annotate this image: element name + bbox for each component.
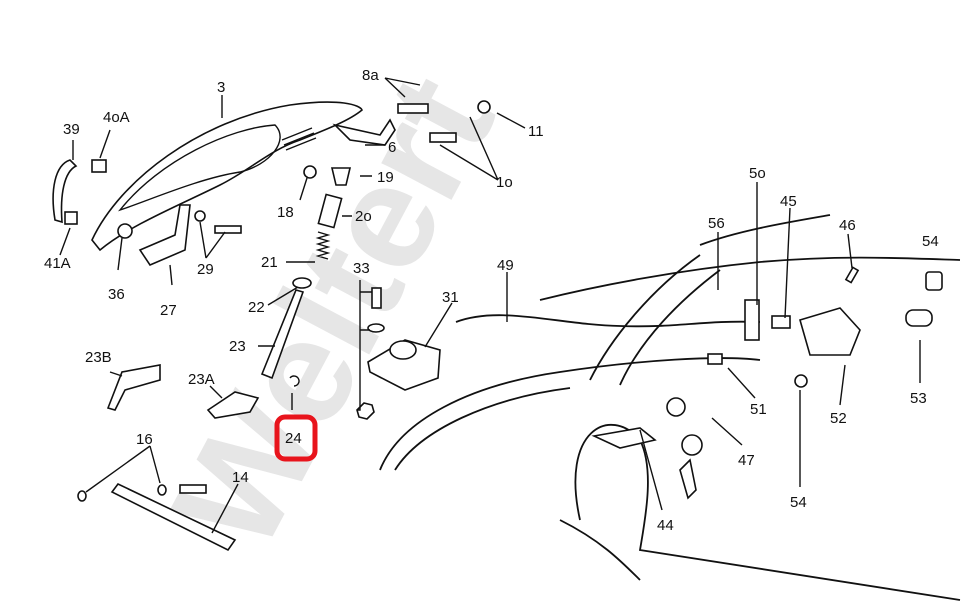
grommet-part-53: [905, 309, 933, 327]
pin-part-46: [844, 266, 860, 284]
nut-part-33: [356, 402, 375, 420]
label-16: 16: [136, 431, 153, 448]
label-8a: 8a: [362, 67, 379, 84]
strap-part-14: [110, 482, 237, 552]
label-18: 18: [277, 204, 294, 221]
bolt-part-16: [179, 484, 207, 494]
leader-lines: [59, 77, 921, 534]
label-10: 1o: [496, 174, 513, 191]
lever-part-23A: [206, 391, 260, 419]
bolt-part-29: [214, 225, 242, 234]
label-54-bottom: 54: [790, 494, 807, 511]
label-19: 19: [377, 169, 394, 186]
bolt-part-8a: [397, 103, 429, 114]
bracket-part-27: [138, 204, 191, 266]
lock-button-part-31: [389, 340, 417, 360]
label-49: 49: [497, 257, 514, 274]
sleeve-part-20: [317, 193, 343, 229]
clip-part-41A: [64, 211, 78, 225]
label-54-top: 54: [922, 233, 939, 250]
label-11: 11: [528, 123, 544, 140]
clip-part-24: [289, 375, 300, 387]
label-47: 47: [738, 452, 755, 469]
label-45: 45: [780, 193, 797, 210]
label-33: 33: [353, 260, 370, 277]
cup-part-22: [292, 277, 312, 289]
bolt-part-33: [371, 287, 382, 309]
label-46: 46: [839, 217, 856, 234]
label-40A: 4oA: [103, 109, 130, 126]
label-23A: 23A: [188, 371, 215, 388]
lever-part-44: [591, 427, 657, 449]
bracket-part-23B: [106, 364, 161, 411]
washer-part-16b: [157, 484, 167, 496]
label-14: 14: [232, 469, 249, 486]
lock-cylinder-part-44: [681, 434, 703, 456]
bracket-part-50: [744, 299, 760, 341]
handle-part-39: [52, 159, 78, 224]
label-22: 22: [248, 299, 265, 316]
washer-part-16a: [77, 490, 87, 502]
label-23B: 23B: [85, 349, 112, 366]
label-52: 52: [830, 410, 847, 427]
label-50: 5o: [749, 165, 766, 182]
bolt-part-10: [429, 132, 457, 143]
pin-part-18: [303, 165, 317, 179]
washer-part-11: [477, 100, 491, 114]
watermark: Weltert: [140, 50, 526, 575]
cap-part-54: [925, 271, 943, 291]
washer-part-36: [117, 223, 133, 239]
label-29: 29: [197, 261, 214, 278]
latch-part-6: [332, 118, 396, 146]
label-51: 51: [750, 401, 767, 418]
washer-part-29: [194, 210, 206, 222]
label-44: 44: [657, 517, 674, 534]
label-3: 3: [217, 79, 225, 96]
clip-part-40A: [91, 159, 107, 173]
spring-part-21: [315, 231, 331, 260]
label-53: 53: [910, 390, 927, 407]
label-20: 2o: [355, 208, 372, 225]
label-56: 56: [708, 215, 725, 232]
label-41A: 41A: [44, 255, 71, 272]
clip-part-45: [771, 315, 791, 329]
lock-part-31: [367, 339, 441, 391]
key-part-44: [679, 458, 697, 500]
label-31: 31: [442, 289, 459, 306]
screw-part-51: [707, 353, 723, 365]
label-27: 27: [160, 302, 177, 319]
highlight-box-24: [274, 414, 318, 462]
label-6: 6: [388, 139, 396, 156]
lock-part-52: [799, 307, 861, 356]
screw-part-54: [794, 374, 808, 388]
label-39: 39: [63, 121, 80, 138]
label-21: 21: [261, 254, 278, 271]
washer-part-33: [367, 323, 385, 333]
bushing-part-19: [330, 167, 352, 186]
label-36: 36: [108, 286, 125, 303]
button-part-47: [666, 397, 686, 417]
label-23: 23: [229, 338, 246, 355]
hood-grille-part-3: [91, 101, 363, 252]
label-24: 24: [285, 430, 302, 447]
